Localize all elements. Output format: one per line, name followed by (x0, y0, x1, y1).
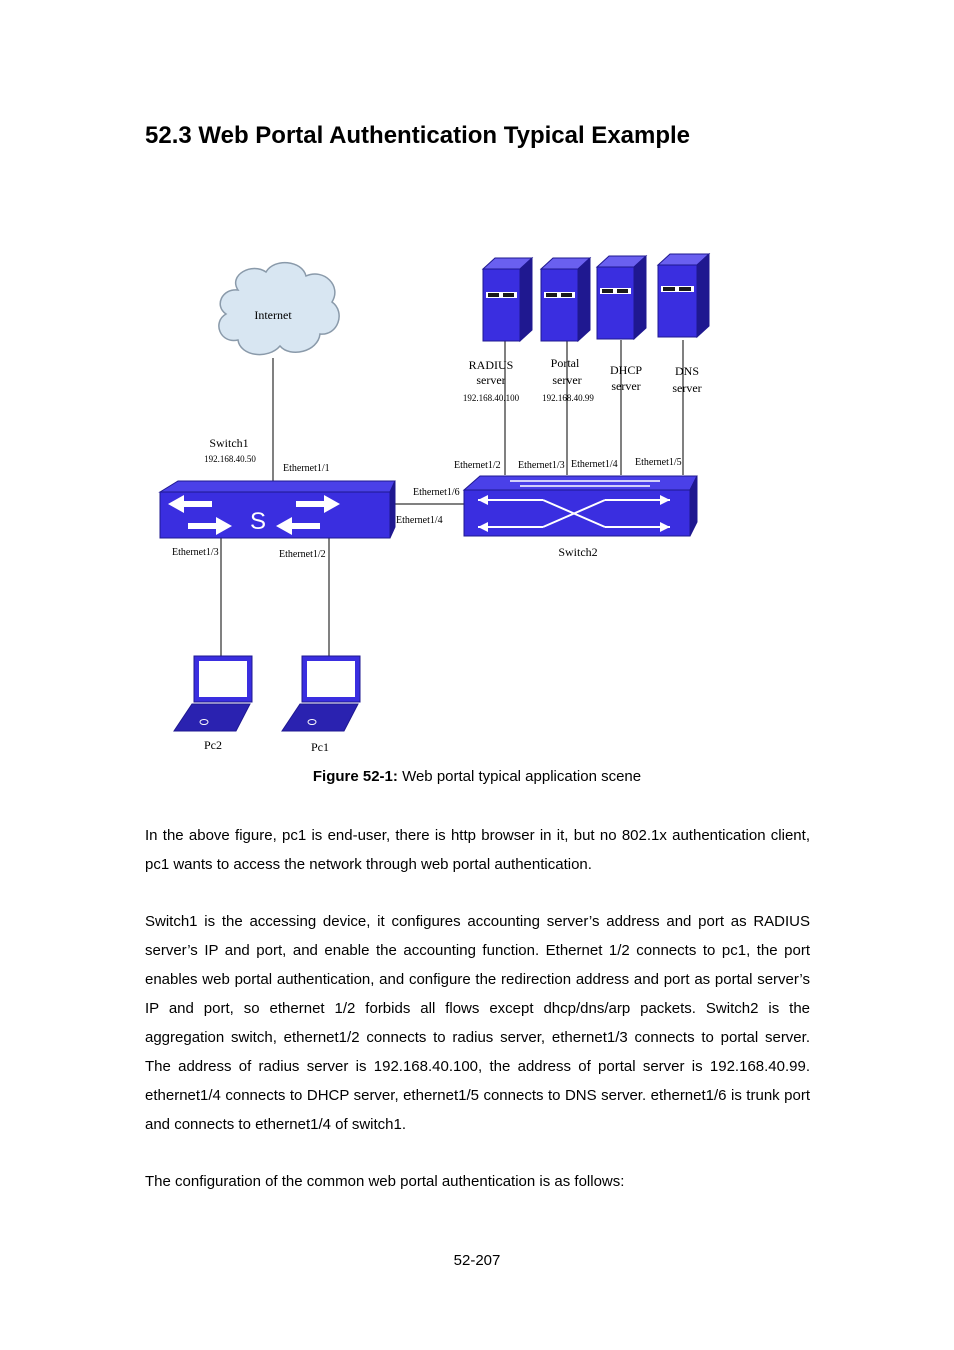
switch2-port-label: Ethernet1/6 (413, 487, 460, 498)
server-label: server (476, 373, 505, 387)
server-label: server (672, 381, 701, 395)
figure-caption: Figure 52-1: Web portal typical applicat… (0, 768, 954, 785)
switch2-name: Switch2 (558, 545, 597, 559)
pc1-laptop-icon (281, 655, 361, 732)
figure-caption-text: Web portal typical application scene (397, 768, 642, 785)
server-label: RADIUS (469, 358, 514, 372)
server-ip: 192.168.40.100 (463, 393, 520, 403)
figure-caption-label: Figure 52-1: (312, 768, 398, 785)
switch1-port-label: Ethernet1/4 (396, 515, 443, 526)
switch2-port-label: Ethernet1/2 (454, 460, 501, 471)
pc2-laptop-icon (173, 655, 253, 732)
dhcp-server-icon (595, 254, 648, 341)
cloud-label: Internet (254, 308, 292, 322)
server-label: Portal (551, 356, 580, 370)
dns-server-icon (656, 252, 711, 339)
switch2-port-label: Ethernet1/4 (571, 459, 618, 470)
switch2-port-label: Ethernet1/5 (635, 457, 682, 468)
switch2-icon (462, 475, 698, 537)
portal-server-icon (539, 256, 592, 343)
server-label: DNS (675, 364, 699, 378)
switch1-ip: 192.168.40.50 (204, 454, 256, 464)
body-paragraph: The configuration of the common web port… (145, 1173, 625, 1190)
server-label: DHCP (610, 363, 642, 377)
page-number: 52-207 (453, 1252, 501, 1269)
server-label: server (552, 373, 581, 387)
switch1-port-label: Ethernet1/2 (279, 549, 326, 560)
switch1-logo: S (250, 508, 266, 535)
switch1-port-label: Ethernet1/1 (283, 463, 330, 474)
server-label: server (611, 379, 640, 393)
body-paragraph: In the above figure, pc1 is end-user, th… (145, 827, 810, 873)
switch2-port-label: Ethernet1/3 (518, 460, 565, 471)
pc1-label: Pc1 (311, 740, 329, 754)
pc2-label: Pc2 (204, 738, 222, 752)
server-ip: 192.168.40.99 (542, 393, 594, 403)
switch1-name: Switch1 (209, 436, 248, 450)
body-paragraph: Switch1 is the accessing device, it conf… (145, 913, 810, 1133)
switch1-port-label: Ethernet1/3 (172, 547, 219, 558)
connection-lines (220, 340, 684, 665)
internet-cloud-icon: Internet (218, 262, 340, 356)
switch1-icon: S (158, 480, 396, 539)
radius-server-icon (481, 256, 534, 343)
section-heading: 52.3 Web Portal Authentication Typical E… (145, 122, 691, 149)
